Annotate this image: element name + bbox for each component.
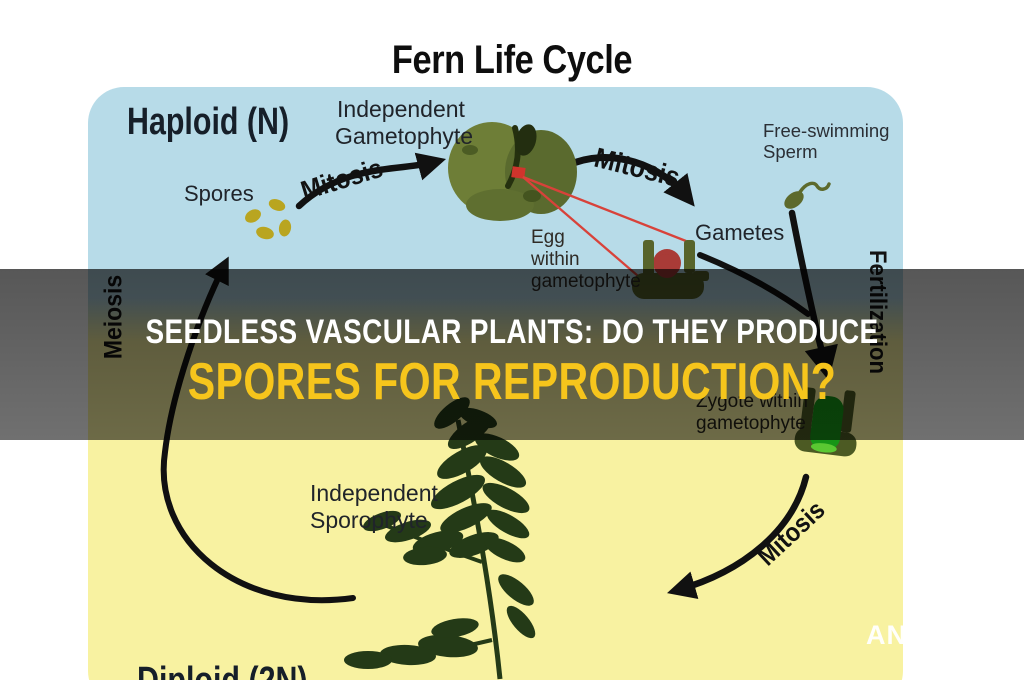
banner-headline-line2: SPORES FOR REPRODUCTION? <box>187 353 837 411</box>
independent-gametophyte-label: Independent Gametophyte <box>335 96 474 149</box>
page-title: Fern Life Cycle <box>391 38 633 82</box>
spores-label: Spores <box>184 181 254 206</box>
free-swimming-sperm-label: Free-swimming Sperm <box>763 120 890 163</box>
independent-sporophyte-label: Independent Sporophyte <box>310 480 438 533</box>
diploid-phase-label: Diploid (2N) <box>137 659 308 680</box>
haploid-phase-label: Haploid (N) <box>127 101 290 143</box>
gametes-label: Gametes <box>695 220 785 245</box>
banner-headline-line1: SEEDLESS VASCULAR PLANTS: DO THEY PRODUC… <box>145 313 879 351</box>
watermark-text: AN <box>866 620 907 650</box>
banner-overlay <box>0 269 1024 440</box>
